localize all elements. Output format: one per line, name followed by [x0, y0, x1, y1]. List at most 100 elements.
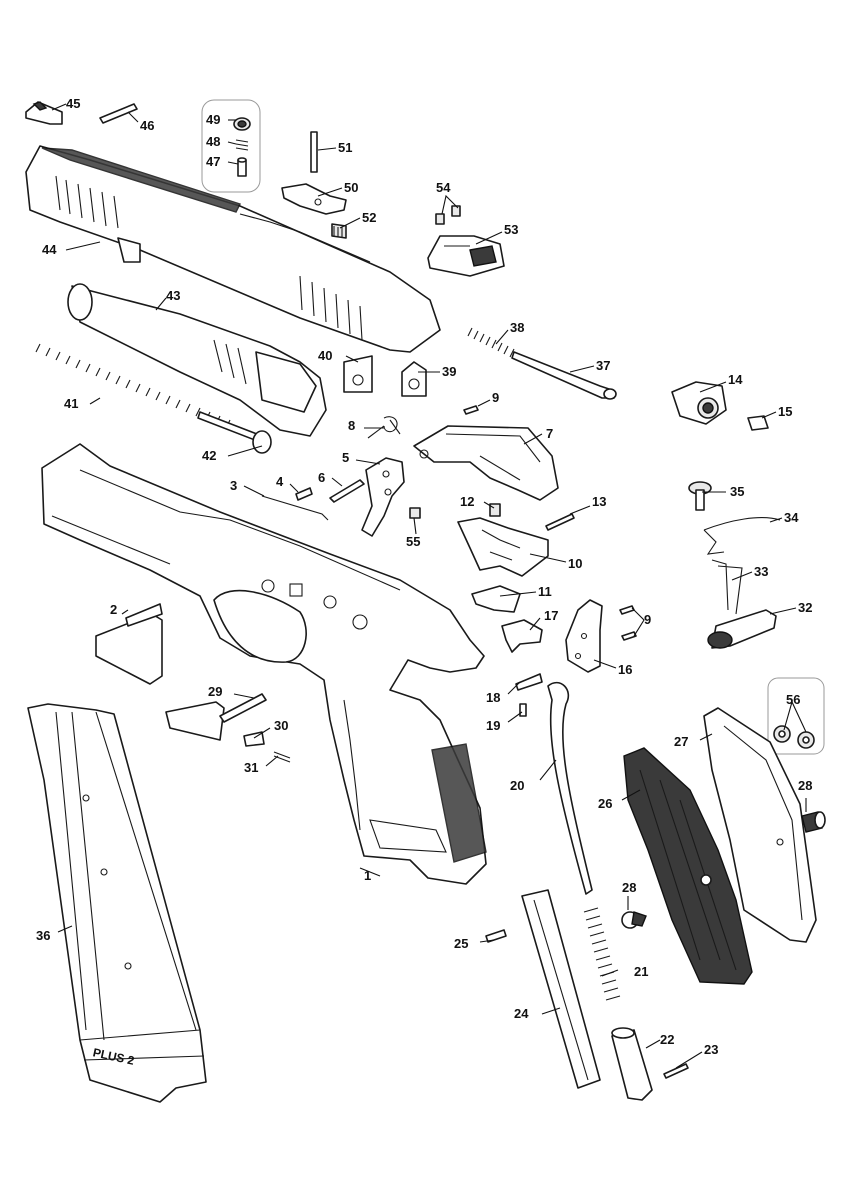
- part-55-plunger: [409, 507, 421, 519]
- part-26-grip-panel: [623, 747, 753, 985]
- label-16: 16: [618, 662, 632, 677]
- label-52: 52: [362, 210, 376, 225]
- part-49-nut: [233, 117, 251, 131]
- part-2-lever: [95, 603, 163, 685]
- label-6: 6: [318, 470, 325, 485]
- label-23: 23: [704, 1042, 718, 1057]
- part-33-wire: [711, 559, 743, 615]
- label-2: 2: [110, 602, 117, 617]
- label-39: 39: [442, 364, 456, 379]
- part-54-screws: [435, 205, 461, 225]
- label-4: 4: [276, 474, 284, 489]
- part-9-pin-top: [463, 405, 479, 415]
- label-15: 15: [778, 404, 792, 419]
- label-41: 41: [64, 396, 78, 411]
- label-55: 55: [406, 534, 420, 549]
- label-46: 46: [140, 118, 154, 133]
- label-12: 12: [460, 494, 474, 509]
- label-27: 27: [674, 734, 688, 749]
- part-47-plunger: [237, 157, 247, 177]
- label-22: 22: [660, 1032, 674, 1047]
- part-12-spring: [489, 503, 501, 517]
- part-4-pin: [295, 487, 313, 501]
- part-8-spring: [367, 416, 401, 439]
- part-7-housing: [413, 425, 559, 501]
- label-19: 19: [486, 718, 500, 733]
- label-5: 5: [342, 450, 349, 465]
- part-6-pin: [329, 479, 365, 503]
- part-37-firing-pin: [511, 351, 617, 400]
- part-22-spring-cap: [611, 1027, 653, 1101]
- label-51: 51: [338, 140, 352, 155]
- label-34: 34: [784, 510, 799, 525]
- part-28-screw-left: [621, 911, 647, 929]
- part-32-slide-stop: [707, 609, 777, 649]
- label-43: 43: [166, 288, 180, 303]
- part-45-rear-sight: [25, 101, 63, 125]
- part-38-firing-pin-spring: [467, 327, 515, 358]
- part-40-block: [343, 355, 373, 393]
- label-28a: 28: [798, 778, 812, 793]
- label-3: 3: [230, 478, 237, 493]
- part-9-pins-right: [619, 605, 637, 641]
- label-30: 30: [274, 718, 288, 733]
- part-52-spring: [331, 223, 347, 239]
- label-38: 38: [510, 320, 524, 335]
- part-44-slide: [25, 145, 441, 353]
- part-24-strut: [521, 889, 601, 1089]
- label-20: 20: [510, 778, 524, 793]
- part-34-spring: [703, 517, 781, 555]
- label-49: 49: [206, 112, 220, 127]
- part-50-extractor: [281, 183, 347, 215]
- part-56-washers: [773, 725, 815, 749]
- part-18-pin: [515, 673, 543, 691]
- part-1-frame: [41, 443, 487, 885]
- label-45: 45: [66, 96, 80, 111]
- label-48: 48: [206, 134, 220, 149]
- label-40: 40: [318, 348, 332, 363]
- part-5-hammer: [361, 457, 405, 537]
- label-14: 14: [728, 372, 743, 387]
- part-36-magazine: PLUS 2: [27, 703, 207, 1103]
- label-11: 11: [538, 584, 552, 599]
- part-53-sight-base: [427, 235, 505, 277]
- label-50: 50: [344, 180, 358, 195]
- part-43-barrel: [67, 283, 327, 437]
- part-21-mainspring: [583, 907, 621, 1001]
- label-13: 13: [592, 494, 606, 509]
- part-27-grip-panel: [703, 707, 817, 943]
- part-48-spring: [235, 139, 249, 151]
- label-33: 33: [754, 564, 768, 579]
- part-3-wire: [261, 495, 329, 521]
- label-1: 1: [364, 868, 371, 883]
- group-box-56: [767, 677, 825, 755]
- part-46-pin: [99, 103, 138, 124]
- label-32: 32: [798, 600, 812, 615]
- label-35: 35: [730, 484, 744, 499]
- label-36: 36: [36, 928, 50, 943]
- label-54: 54: [436, 180, 451, 195]
- part-19-pin: [519, 703, 527, 717]
- label-47: 47: [206, 154, 220, 169]
- label-18: 18: [486, 690, 500, 705]
- label-28b: 28: [622, 880, 636, 895]
- label-8: 8: [348, 418, 355, 433]
- label-53: 53: [504, 222, 518, 237]
- leader-lines: [51, 103, 807, 1069]
- label-25: 25: [454, 936, 468, 951]
- part-10-sear: [457, 517, 549, 577]
- label-29: 29: [208, 684, 222, 699]
- part-number-labels: 45 46 49 48 47 51 50 52 54 53 44 43 38 4…: [36, 96, 812, 1057]
- part-28-screw-right: [801, 811, 826, 833]
- label-42: 42: [202, 448, 216, 463]
- label-37: 37: [596, 358, 610, 373]
- label-17: 17: [544, 608, 558, 623]
- part-14-magazine-catch: [671, 381, 727, 425]
- part-25-pin: [485, 929, 507, 943]
- part-35-screw: [688, 481, 712, 511]
- part-29-safety: [165, 693, 267, 741]
- label-24: 24: [514, 1006, 529, 1021]
- part-13-pin: [545, 513, 575, 531]
- part-23-pin: [663, 1063, 689, 1079]
